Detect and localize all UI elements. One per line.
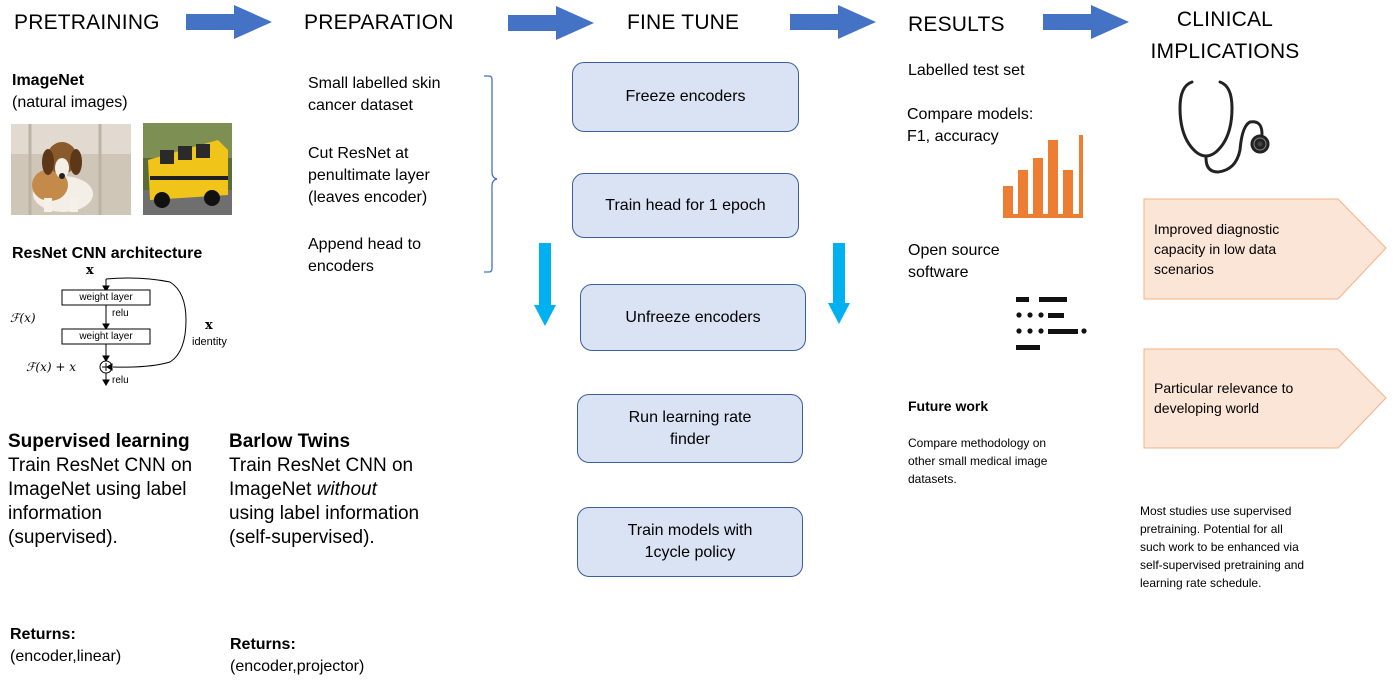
results-line: F1, accuracy [907,128,999,145]
implication-line: scenarios [1154,261,1214,277]
barlow-line-emphasis: without [316,479,377,500]
supervised-title: Supervised learning [8,431,190,452]
implication-line: Improved diagnostic [1154,221,1280,237]
resnet-layer1-label: weight layer [79,292,133,303]
resnet-x-right: x [205,318,213,333]
barlow-line: using label information [229,503,420,524]
preparation-brace [484,75,498,273]
barlow-line: Train ResNet CNN on [229,455,414,476]
arrow-down-right [828,243,850,324]
returns-value: (encoder,linear) [10,648,122,665]
implication-1-shape [1143,198,1387,300]
results-line: software [908,264,969,281]
barlow-line-part: ImageNet [229,479,317,500]
returns-supervised: Returns: (encoder,linear) [10,624,121,668]
arrow-results-to-clinical [1043,5,1129,39]
preparation-line: Cut ResNet at [308,145,409,162]
resnet-title: ResNet CNN architecture [12,245,203,262]
resnet-relu1: relu [112,308,129,319]
resnet-identity: identity [192,336,227,348]
arrow-pretraining-to-preparation [186,5,272,39]
preparation-line: penultimate layer [308,167,430,184]
preparation-line: (leaves encoder) [308,189,428,206]
resnet-layer2-label: weight layer [79,331,133,342]
header-clinical-line1: CLINICAL [1176,8,1274,31]
preparation-line: Append head to [308,236,421,253]
barlow-line: ImageNet without [229,478,419,502]
implication-2-shape [1143,348,1387,449]
finetune-box-freeze: Freeze encoders [572,62,799,132]
clinical-note-line: such work to be enhanced via [1140,540,1299,554]
returns-label: Returns: [10,626,76,643]
supervised-line: information [8,503,102,524]
results-line: Open source [908,242,1000,259]
arrow-preparation-to-finetune [508,6,594,40]
barlow-title: Barlow Twins [229,431,351,452]
barlow-block: Barlow Twins Train ResNet CNN on ImageNe… [229,430,419,550]
finetune-box-lr-finder: Run learning rate finder [577,394,803,463]
header-pretraining: PRETRAINING [14,11,160,34]
resnet-fx-plus-x: ℱ(x) + x [26,360,77,374]
supervised-line: Train ResNet CNN on [8,455,193,476]
imagenet-subtitle: (natural images) [12,94,128,111]
preparation-line: Small labelled skin [308,75,441,92]
preparation-line: encoders [308,258,374,275]
returns-label: Returns: [230,636,296,653]
results-line: Compare models: [907,106,1034,123]
arrow-down-left [534,243,556,326]
supervised-line: ImageNet using label [8,479,187,500]
future-work-line: Compare methodology on [908,436,1047,450]
implication-line: developing world [1154,400,1260,416]
stethoscope-icon [1178,80,1270,174]
finetune-box-unfreeze: Unfreeze encoders [580,284,806,351]
clinical-note: Most studies use supervised pretraining.… [1140,502,1304,592]
future-work-title: Future work [908,398,989,414]
clinical-note-line: learning rate schedule. [1140,576,1262,590]
supervised-block: Supervised learning Train ResNet CNN on … [8,430,192,550]
dog-photo [11,124,131,215]
imagenet-title: ImageNet [12,72,85,89]
implication-line: capacity in low data [1154,241,1277,257]
barlow-line: (self-supervised). [229,527,375,548]
preparation-step-head: Append head to encoders [308,234,421,278]
resnet-diagram [61,277,187,386]
clinical-note-line: Most studies use supervised [1140,504,1292,518]
header-clinical-line2: IMPLICATIONS [1150,40,1300,63]
header-results: RESULTS [908,13,1005,36]
resnet-x-top: x [86,263,94,278]
clinical-note-line: self-supervised pretraining and [1140,558,1305,572]
results-test-set: Labelled test set [908,62,1025,79]
future-work-text: Compare methodology on other small medic… [908,434,1047,488]
results-open-source: Open source software [908,240,1000,284]
school-bus-photo [143,123,232,215]
header-fine-tune: FINE TUNE [627,11,740,34]
preparation-line: cancer dataset [308,97,413,114]
preparation-step-dataset: Small labelled skin cancer dataset [308,73,441,117]
returns-value: (encoder,projector) [230,658,365,675]
clinical-note-line: pretraining. Potential for all [1140,522,1283,536]
resnet-relu2: relu [112,375,129,386]
finetune-box-train-head: Train head for 1 epoch [572,173,799,238]
arrow-finetune-to-results [790,5,876,39]
future-work-line: other small medical image [908,454,1048,468]
preparation-step-cut: Cut ResNet at penultimate layer (leaves … [308,143,430,209]
implication-1-text: Improved diagnostic capacity in low data… [1154,219,1279,279]
future-work-line: datasets. [908,472,957,486]
bar-chart-icon [1003,135,1083,218]
header-clinical-implications: CLINICAL IMPLICATIONS [1140,4,1310,68]
code-icon [1016,297,1087,350]
implication-2-text: Particular relevance to developing world [1154,378,1293,418]
implication-line: Particular relevance to [1154,380,1294,396]
results-compare: Compare models: F1, accuracy [907,104,1033,148]
header-preparation: PREPARATION [304,11,454,34]
supervised-line: (supervised). [8,527,118,548]
finetune-box-1cycle: Train models with 1cycle policy [577,507,803,577]
returns-barlow: Returns: (encoder,projector) [230,634,364,678]
resnet-fx: ℱ(x) [10,311,36,325]
